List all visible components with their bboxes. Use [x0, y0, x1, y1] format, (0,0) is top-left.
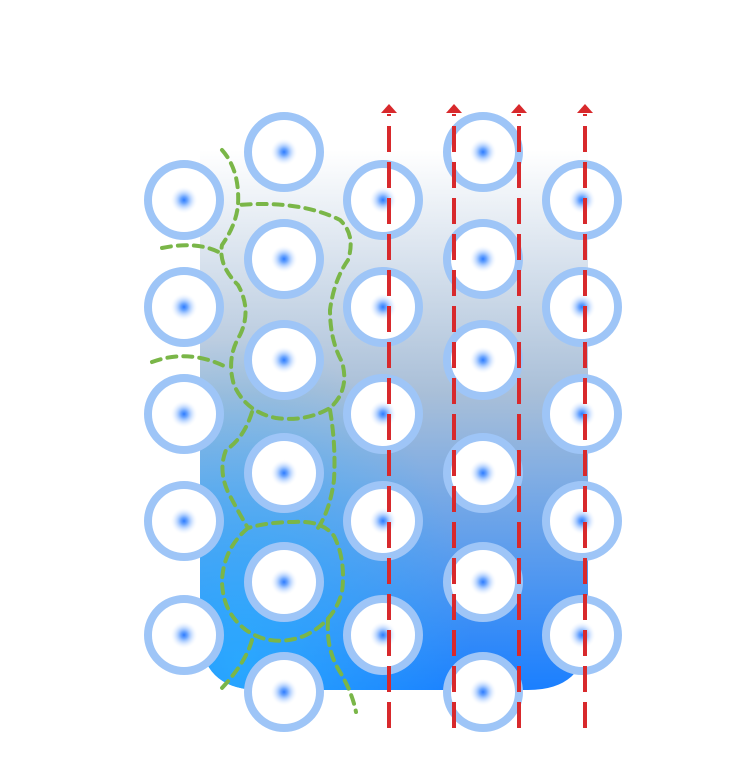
- particle-core: [568, 293, 596, 321]
- particle-circle: [244, 652, 324, 732]
- particle-circle: [244, 320, 324, 400]
- particle-core: [568, 621, 596, 649]
- dashed-boundaries: [150, 148, 358, 714]
- boundary-curve-4: [220, 410, 254, 530]
- boundary-curve-3: [150, 354, 230, 370]
- boundary-curve-6: [219, 519, 345, 643]
- particle-core: [270, 568, 298, 596]
- particle-core: [270, 346, 298, 374]
- particle-core: [369, 621, 397, 649]
- particle-circle: [343, 160, 423, 240]
- particle-circle: [144, 374, 224, 454]
- particle-circle: [244, 433, 324, 513]
- particle-core: [170, 293, 198, 321]
- particle-core: [170, 507, 198, 535]
- particle-core: [469, 346, 497, 374]
- triangle-up-icon: [381, 104, 397, 113]
- particle-circle: [343, 481, 423, 561]
- particle-circle: [443, 433, 523, 513]
- particle-circle: [144, 595, 224, 675]
- particle-circle: [443, 320, 523, 400]
- flow-arrows: [381, 104, 593, 728]
- particle-core: [469, 568, 497, 596]
- particle-circle: [244, 112, 324, 192]
- particle-circles: [144, 112, 622, 732]
- particle-circle: [343, 267, 423, 347]
- particle-circle: [343, 595, 423, 675]
- triangle-up-icon: [577, 104, 593, 113]
- particle-core: [369, 400, 397, 428]
- particle-core: [469, 459, 497, 487]
- boundary-curve-2: [160, 243, 226, 257]
- particle-core: [369, 293, 397, 321]
- particle-circle: [144, 160, 224, 240]
- particle-circle: [542, 374, 622, 454]
- particle-core: [170, 400, 198, 428]
- particle-core: [369, 186, 397, 214]
- particle-circle: [542, 267, 622, 347]
- particle-core: [369, 507, 397, 535]
- particle-core: [270, 459, 298, 487]
- particle-circle: [443, 112, 523, 192]
- particle-core: [568, 186, 596, 214]
- triangle-up-icon: [446, 104, 462, 113]
- boundary-curve-5: [316, 408, 337, 530]
- particle-core: [270, 678, 298, 706]
- triangle-up-icon: [511, 104, 527, 113]
- particle-circle: [443, 542, 523, 622]
- particle-circle: [443, 652, 523, 732]
- particle-core: [170, 621, 198, 649]
- particle-core: [469, 245, 497, 273]
- flow-arrow: [381, 104, 397, 728]
- boundary-curve-7: [220, 638, 254, 690]
- particle-circle: [244, 219, 324, 299]
- particle-circle: [144, 267, 224, 347]
- flow-arrow: [511, 104, 527, 728]
- particle-circle: [542, 595, 622, 675]
- particle-circle: [244, 542, 324, 622]
- particle-circle: [343, 374, 423, 454]
- particle-circle: [542, 481, 622, 561]
- particle-core: [469, 678, 497, 706]
- particle-core: [469, 138, 497, 166]
- particle-core: [568, 400, 596, 428]
- particle-circle: [144, 481, 224, 561]
- particle-circle: [542, 160, 622, 240]
- flow-arrow: [446, 104, 462, 728]
- particle-circle: [443, 219, 523, 299]
- particle-core: [568, 507, 596, 535]
- particle-core: [170, 186, 198, 214]
- boundary-curve-8: [325, 618, 358, 714]
- boundary-curve-1: [219, 148, 353, 421]
- particle-core: [270, 138, 298, 166]
- particle-core: [270, 245, 298, 273]
- flow-arrow: [577, 104, 593, 728]
